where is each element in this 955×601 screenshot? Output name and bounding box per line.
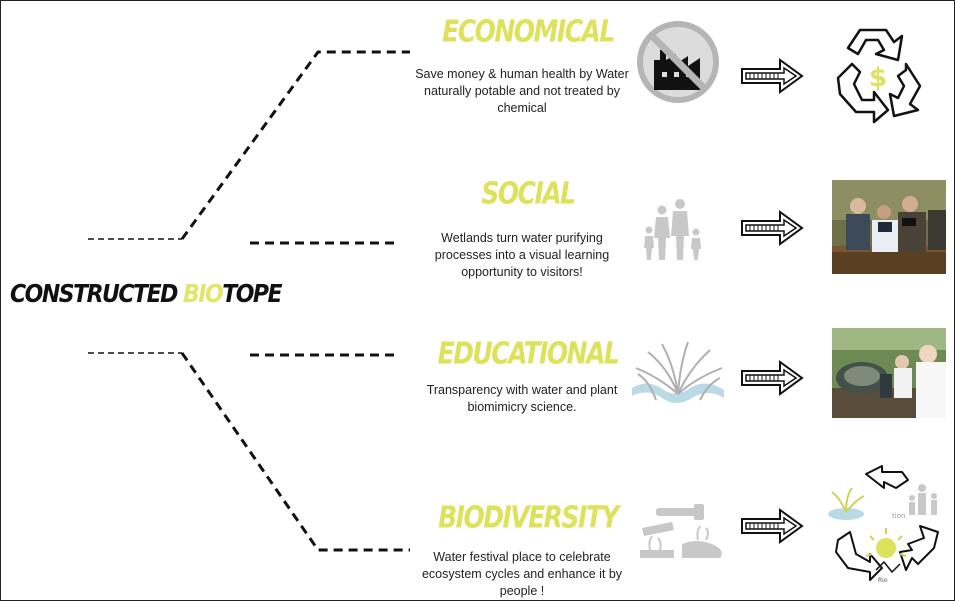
svg-text:$: $	[869, 63, 887, 93]
visitors-photo	[832, 180, 946, 274]
social-title: SOCIAL	[481, 176, 576, 211]
arrow-icon-economical	[741, 58, 804, 94]
biodiversity-title: BIODIVERSITY	[438, 500, 619, 535]
root-title-suffix: TOPE	[222, 280, 282, 309]
root-title-highlight: BIO	[183, 280, 224, 309]
economical-description: Save money & human health by Water natur…	[415, 67, 629, 115]
connector-biodiversity	[180, 352, 410, 552]
arrow-icon-biodiversity	[741, 508, 804, 544]
observation-photo	[832, 328, 946, 418]
biodiversity-description: Water festival place to celebrate ecosys…	[421, 550, 623, 598]
family-icon	[644, 199, 701, 260]
arrow-icon-social	[741, 210, 804, 246]
connector-economical	[180, 50, 410, 240]
arrow-icon-educational	[741, 360, 804, 396]
root-title: CONSTRUCTED BIOTOPE	[10, 280, 283, 309]
educational-title: EDUCATIONAL	[437, 336, 620, 371]
educational-description: Transparency with water and plant biomim…	[426, 383, 618, 414]
social-description: Wetlands turn water purifying processes …	[434, 231, 610, 279]
svg-text:tion: tion	[892, 512, 905, 520]
wetland-plants-icon	[632, 341, 724, 403]
ecosystem-cycle-icon: tion Rio	[828, 465, 939, 584]
economical-title: ECONOMICAL	[442, 14, 615, 49]
root-title-prefix: CONSTRUCTED	[10, 280, 184, 309]
no-factory-icon	[637, 21, 719, 103]
svg-text:Rio: Rio	[878, 577, 888, 584]
water-pipes-icon	[640, 504, 722, 558]
recycle-dollar-icon: $	[836, 28, 922, 124]
